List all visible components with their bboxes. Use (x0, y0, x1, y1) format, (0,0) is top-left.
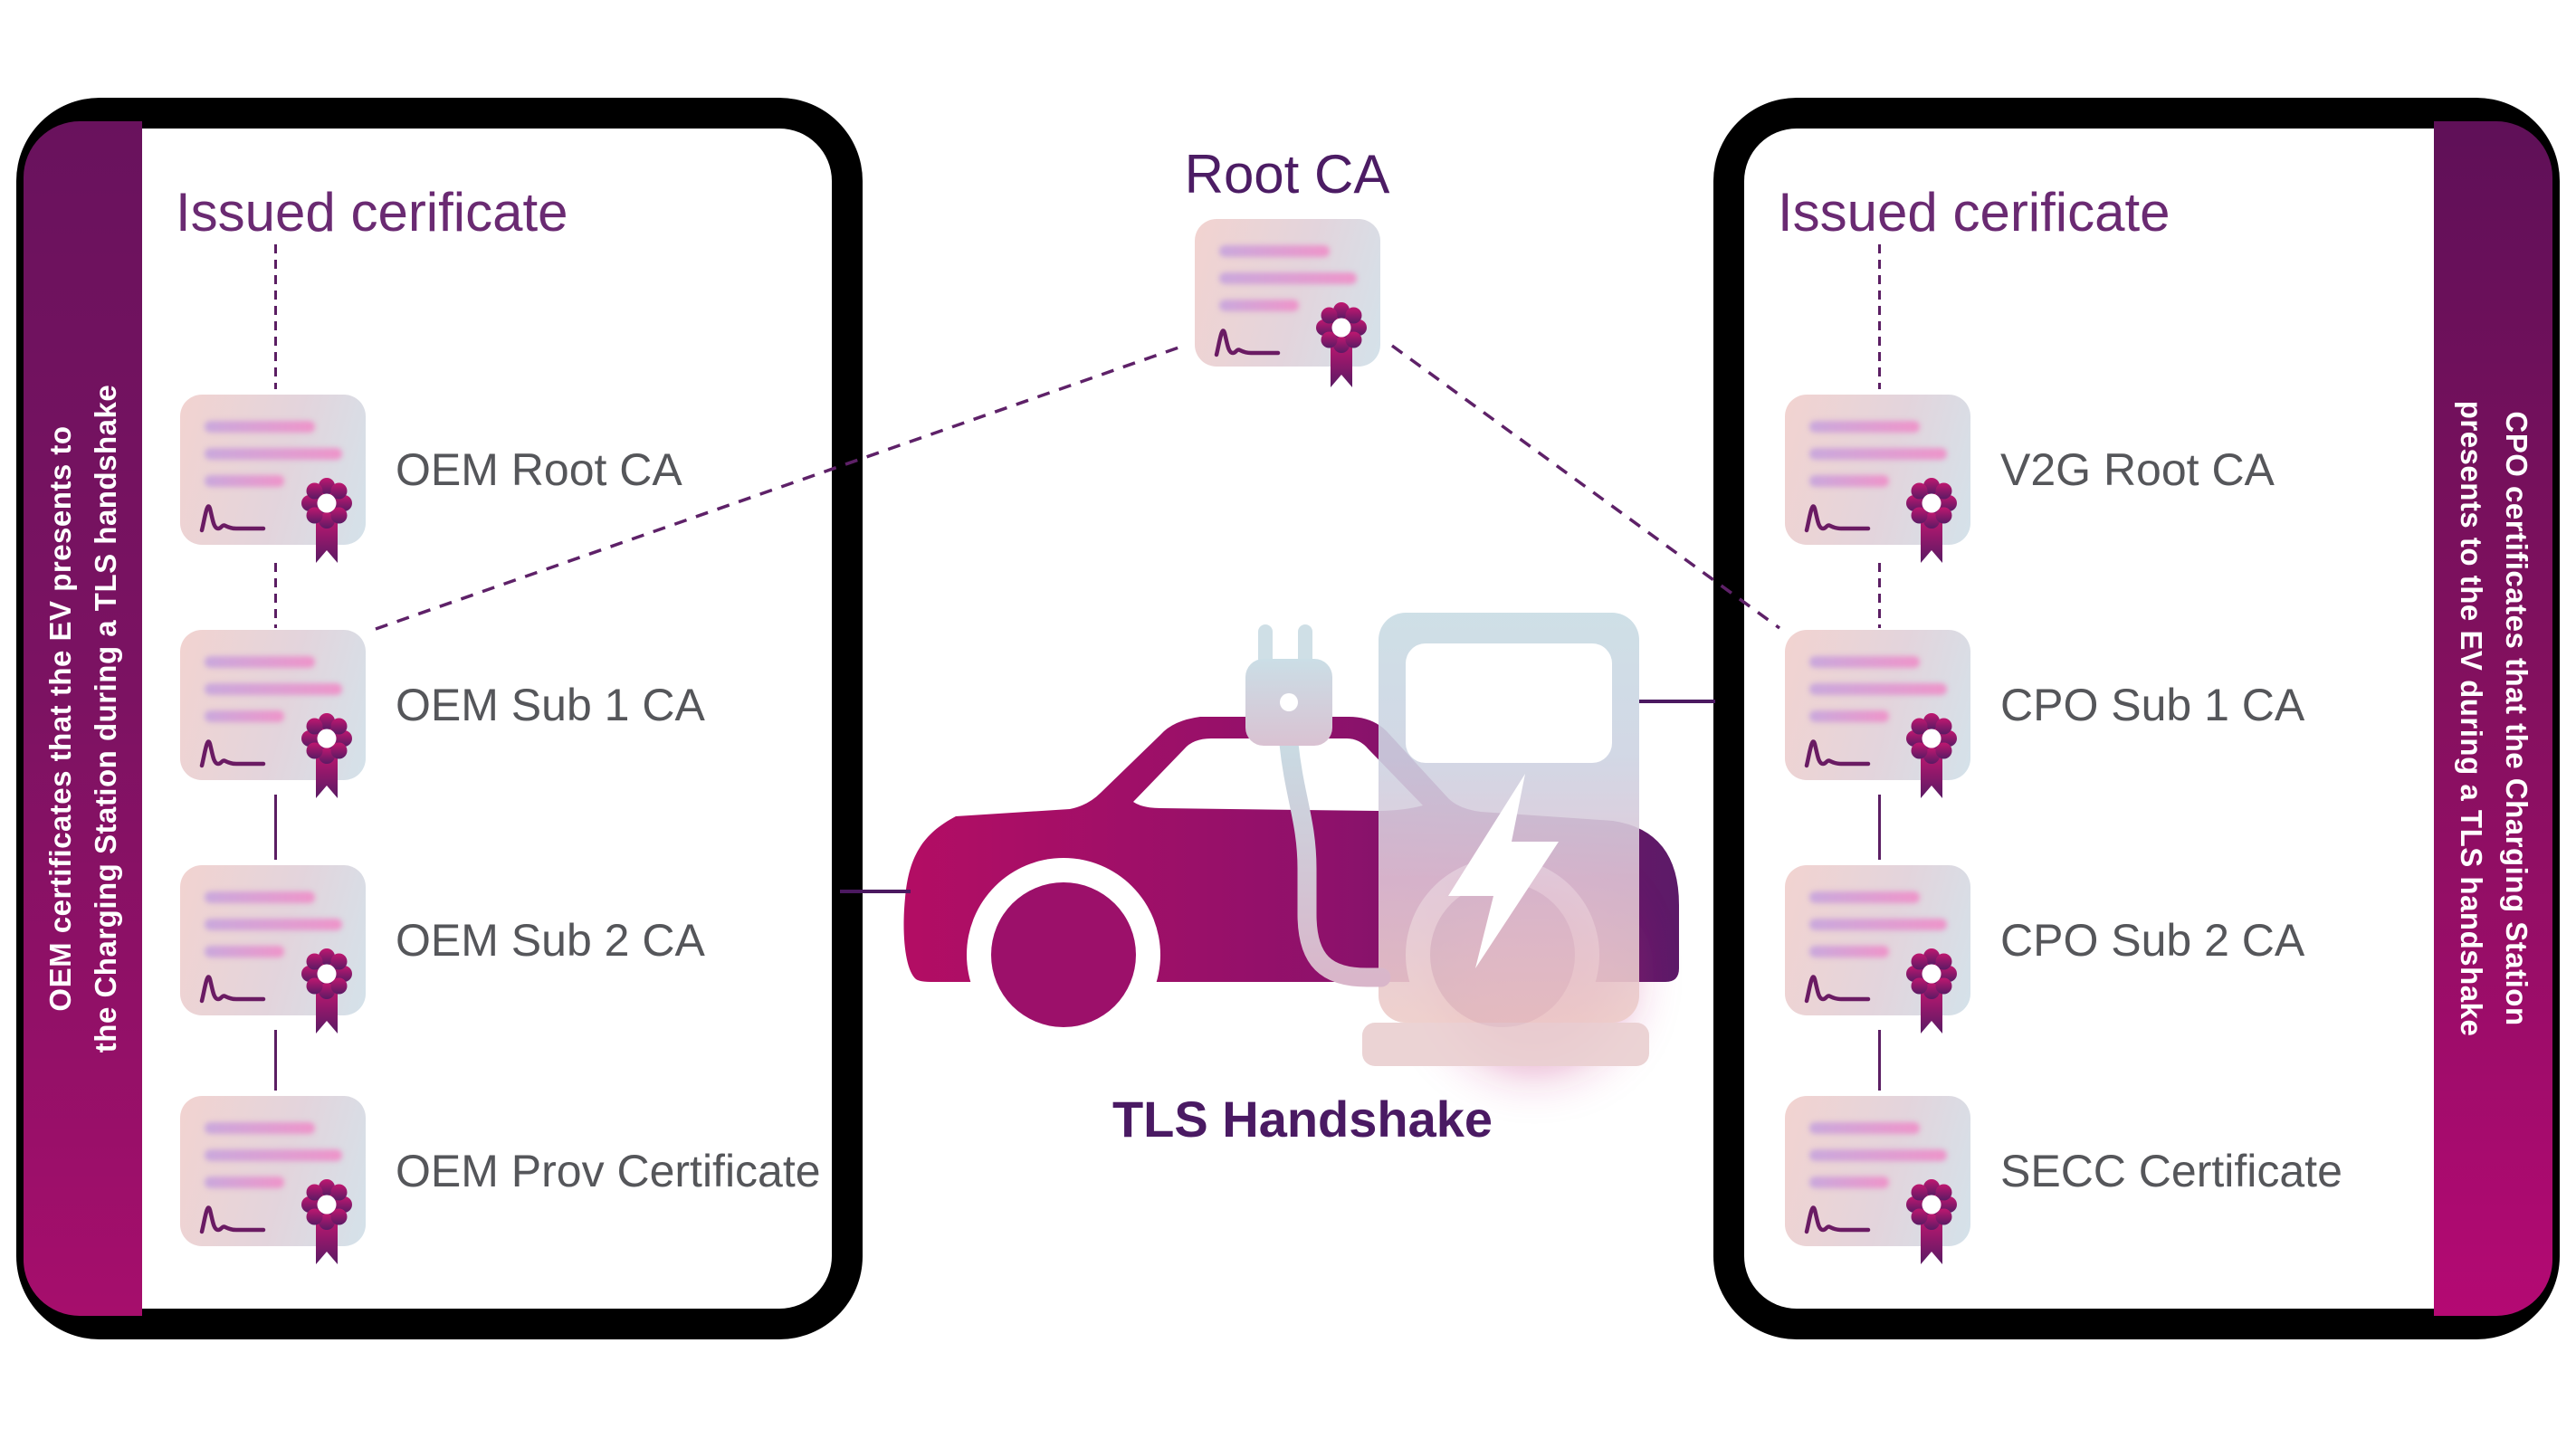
cert-row: OEM Sub 2 CA (180, 865, 705, 1034)
cert-label: SECC Certificate (2000, 1146, 2342, 1196)
cert-text-line (1809, 1176, 1889, 1188)
rosette-seal-icon (199, 1179, 352, 1264)
cert-text-line (1809, 1122, 1920, 1134)
certificate-icon (180, 630, 366, 798)
charging-station-icon (1362, 613, 1649, 1066)
cert-text-line (1809, 1149, 1947, 1161)
cert-text-line (1809, 421, 1920, 433)
rosette-seal-icon (1804, 713, 1957, 798)
cert-text-line (205, 656, 315, 668)
cert-text-line (1809, 946, 1889, 957)
cert-text-line (205, 946, 284, 957)
cert-text-line (205, 683, 342, 695)
tls-handshake-label: TLS Handshake (1111, 1091, 1493, 1148)
cert-text-line (1809, 656, 1920, 668)
certificate-icon (180, 1096, 366, 1264)
certificate-icon (180, 395, 366, 563)
cert-row: CPO Sub 1 CA (1785, 630, 2305, 798)
cert-label: OEM Root CA (396, 444, 682, 495)
chain-connector-dashed (274, 244, 277, 389)
cert-row: V2G Root CA (1785, 395, 2275, 563)
rosette-seal-icon (199, 478, 352, 563)
cert-text-line (1809, 448, 1947, 460)
station-screen (1406, 643, 1612, 763)
lightning-bolt-icon (1448, 774, 1559, 968)
certificate-icon (1785, 1096, 1970, 1264)
rosette-seal-icon (199, 948, 352, 1034)
cpo-gradient-strip: CPO certificates that the Charging Stati… (2434, 121, 2552, 1316)
cert-row: CPO Sub 2 CA (1785, 865, 2305, 1034)
cert-label: V2G Root CA (2000, 444, 2275, 495)
cert-label: CPO Sub 1 CA (2000, 680, 2305, 730)
cert-row: SECC Certificate (1785, 1096, 2342, 1264)
chain-connector-solid (274, 1030, 277, 1091)
ev-panel-body (47, 129, 832, 1309)
rosette-seal-icon (1804, 948, 1957, 1034)
cert-label: OEM Sub 2 CA (396, 915, 705, 966)
cert-text-line (1219, 245, 1330, 257)
cert-text-line (205, 710, 284, 722)
cpo-strip-note-line2: presents to the EV during a TLS handshak… (2454, 400, 2488, 1037)
root-ca-title: Root CA (1184, 144, 1390, 205)
ev-strip-note: OEM certificates that the EV presents to… (38, 385, 129, 1053)
rosette-seal-icon (1804, 1179, 1957, 1264)
certificate-icon (180, 865, 366, 1034)
cert-text-line (205, 919, 342, 930)
cpo-strip-note-line1: CPO certificates that the Charging Stati… (2499, 411, 2533, 1026)
cert-text-line (205, 448, 342, 460)
cert-text-line (205, 475, 284, 487)
cert-text-line (1809, 710, 1889, 722)
chain-connector-solid (1878, 1030, 1881, 1091)
root-ca-certificate (1195, 219, 1380, 387)
ev-gradient-strip: OEM certificates that the EV presents to… (24, 121, 142, 1316)
chain-connector-solid (274, 795, 277, 860)
certificate-icon (1195, 219, 1380, 387)
station-base (1362, 1023, 1649, 1066)
cert-text-line (1809, 475, 1889, 487)
certificate-icon (1785, 865, 1970, 1034)
rosette-seal-icon (1804, 478, 1957, 563)
chain-connector-dashed (1878, 563, 1881, 628)
cert-text-line (205, 891, 315, 903)
cert-label: OEM Sub 1 CA (396, 680, 705, 730)
chain-connector-dashed (274, 563, 277, 628)
cert-text-line (1809, 891, 1920, 903)
cert-text-line (205, 421, 315, 433)
cert-row: OEM Root CA (180, 395, 682, 563)
certificate-icon (1785, 395, 1970, 563)
cpo-panel-title: Issued cerificate (1778, 182, 2171, 243)
cpo-phone-frame: CPO certificates that the Charging Stati… (1713, 98, 2560, 1339)
cert-text-line (1809, 683, 1947, 695)
cert-text-line (1219, 300, 1299, 311)
rosette-seal-icon (1214, 302, 1367, 387)
ev-phone-frame: OEM certificates that the EV presents to… (16, 98, 863, 1339)
chain-connector-dashed (1878, 244, 1881, 389)
charging-plug-icon (1245, 624, 1391, 987)
rosette-seal-icon (199, 713, 352, 798)
cert-text-line (205, 1122, 315, 1134)
cpo-strip-note: CPO certificates that the Charging Stati… (2448, 401, 2539, 1037)
ev-strip-note-line2: the Charging Station during a TLS handsh… (88, 384, 122, 1053)
cert-text-line (1219, 272, 1357, 284)
charging-cable (1279, 734, 1391, 987)
cert-row: OEM Sub 1 CA (180, 630, 705, 798)
car-window (1133, 738, 1423, 811)
cert-label: CPO Sub 2 CA (2000, 915, 2305, 966)
wheel-icon (991, 882, 1136, 1027)
chain-connector-solid (1878, 795, 1881, 860)
ev-panel-title: Issued cerificate (176, 182, 568, 243)
ev-charging-illustration (903, 613, 1679, 1066)
certificate-icon (1785, 630, 1970, 798)
cert-text-line (205, 1149, 342, 1161)
cert-text-line (1809, 919, 1947, 930)
ev-strip-note-line1: OEM certificates that the EV presents to (43, 425, 77, 1012)
cert-label: OEM Prov Certificate (396, 1146, 821, 1196)
cert-text-line (205, 1176, 284, 1188)
cert-row: OEM Prov Certificate (180, 1096, 821, 1264)
